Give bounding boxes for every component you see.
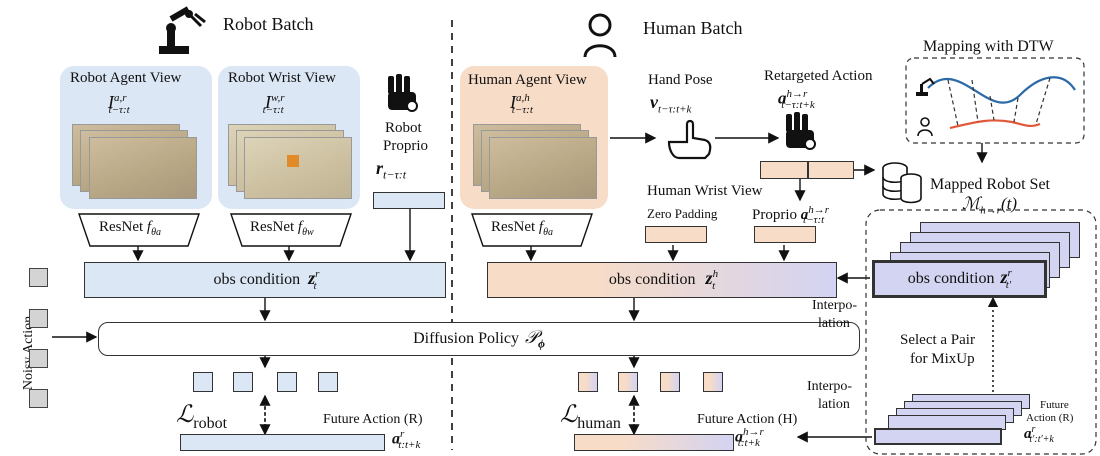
robot-wrist-resnet-label: ResNet fθw: [250, 219, 314, 238]
retargeted-action-symbol: ah→rt−τ:t+k: [778, 88, 815, 112]
robot-wrist-view-label: Robot Wrist View: [228, 70, 336, 86]
mapped-future-label: Future: [1040, 399, 1069, 411]
mapped-future-action: [874, 428, 1002, 445]
noisy-action-square: [29, 268, 48, 287]
robot-action-square: [233, 372, 253, 392]
robot-wrist-resnet: [230, 213, 352, 247]
human-agent-view-symbol: Ia,ht−τ:t: [510, 92, 533, 116]
robot-agent-frame-3: [89, 137, 197, 199]
mapped-set-label: Mapped Robot Set: [930, 176, 1050, 193]
human-agent-resnet: [471, 213, 593, 247]
retargeted-robot-hand-icon: [786, 112, 816, 150]
robot-obs-condition: obs condition zrt: [84, 262, 446, 298]
robot-arm-icon: [159, 6, 206, 54]
dtw-person-icon: [917, 117, 933, 137]
robot-action-square: [193, 372, 213, 392]
robot-agent-view-symbol: Ia,rt−τ:t: [108, 92, 130, 116]
zero-padding-box: [645, 226, 707, 243]
robot-agent-resnet: [78, 213, 200, 247]
robot-agent-view-label: Robot Agent View: [70, 70, 182, 86]
robot-loss: ℒrobot: [176, 402, 228, 432]
robot-wrist-view-symbol: Iw,rt−τ:t: [262, 92, 285, 116]
noisy-action-square: [29, 389, 48, 408]
human-action-square: [660, 372, 680, 392]
retargeted-action-box-right: [808, 161, 854, 179]
mapped-future-symbol: art′:t′+k: [1024, 424, 1054, 445]
pointing-hand-icon: [667, 119, 712, 160]
robot-batch-title: Robot Batch: [223, 14, 314, 34]
mapped-obs-condition: obs condition zrt′: [872, 260, 1047, 298]
human-wrist-view-label: Human Wrist View: [647, 183, 763, 199]
noisy-action-square: [29, 349, 48, 368]
human-action-square: [618, 372, 638, 392]
human-action-square: [703, 372, 723, 392]
robot-action-square: [318, 372, 338, 392]
human-agent-frame-3: [489, 137, 597, 199]
interpolation-bottom-1: Interpo-: [807, 379, 853, 394]
human-future-action-bar: [574, 434, 734, 451]
diffusion-policy-box: Diffusion Policy 𝒫ϕ: [98, 322, 860, 356]
human-obs-condition: obs condition zht: [487, 262, 837, 298]
robot-future-action-label: Future Action (R): [323, 412, 423, 427]
mapped-set-panel: [865, 209, 1097, 455]
robot-agent-resnet-label: ResNet fθa: [99, 219, 162, 238]
dtw-robot-icon: [916, 77, 935, 96]
robot-action-square: [277, 372, 297, 392]
database-icon: [882, 162, 922, 204]
mapping-title: Mapping with DTW: [923, 38, 1054, 55]
retargeted-action-label: Retargeted Action: [764, 68, 873, 84]
select-pair-label-2: for MixUp: [910, 351, 975, 367]
dtw-panel: [905, 57, 1085, 144]
interpolation-top-1: Interpo-: [812, 298, 858, 313]
orange-cube: [287, 155, 299, 167]
robot-future-action-symbol: art:t+k: [392, 428, 421, 451]
retargeted-action-box-left: [760, 161, 808, 179]
human-proprio-box: [754, 226, 816, 243]
interpolation-top-2: lation: [818, 316, 850, 331]
human-proprio-label: Proprio ah→rt−τ:t: [752, 204, 830, 226]
human-agent-resnet-label: ResNet fθa: [491, 219, 554, 238]
dtw-robot-curve: [927, 76, 1076, 104]
human-batch-title: Human Batch: [643, 18, 743, 38]
hand-pose-label: Hand Pose: [648, 72, 713, 88]
robot-wrist-frame-3: [244, 137, 352, 199]
human-action-square: [578, 372, 598, 392]
robot-proprio-label-2: Proprio: [383, 138, 428, 154]
interpolation-bottom-2: lation: [818, 397, 850, 412]
hand-pose-symbol: vt−τ:t+k: [650, 92, 692, 116]
zero-padding-label: Zero Padding: [647, 206, 718, 221]
mapped-future-label-2: Action (R): [1026, 412, 1074, 424]
person-icon: [583, 13, 617, 58]
human-future-action-label: Future Action (H): [697, 412, 798, 427]
human-agent-view-label: Human Agent View: [468, 72, 587, 88]
robot-proprio-box: [373, 192, 445, 209]
human-future-action-symbol: ah→rt:t+k: [735, 426, 764, 449]
dtw-human-curve: [949, 119, 1041, 130]
robot-proprio-label-1: Robot: [385, 120, 422, 136]
robot-future-action-bar: [180, 434, 385, 451]
select-pair-label-1: Select a Pair: [900, 332, 975, 348]
robot-hand-icon: [388, 74, 418, 112]
robot-proprio-symbol: rt−τ:t: [376, 158, 407, 182]
noisy-action-square: [29, 309, 48, 328]
human-loss: ℒhuman: [560, 402, 621, 432]
mapped-set-symbol: ℳh→r(t): [962, 194, 1018, 217]
